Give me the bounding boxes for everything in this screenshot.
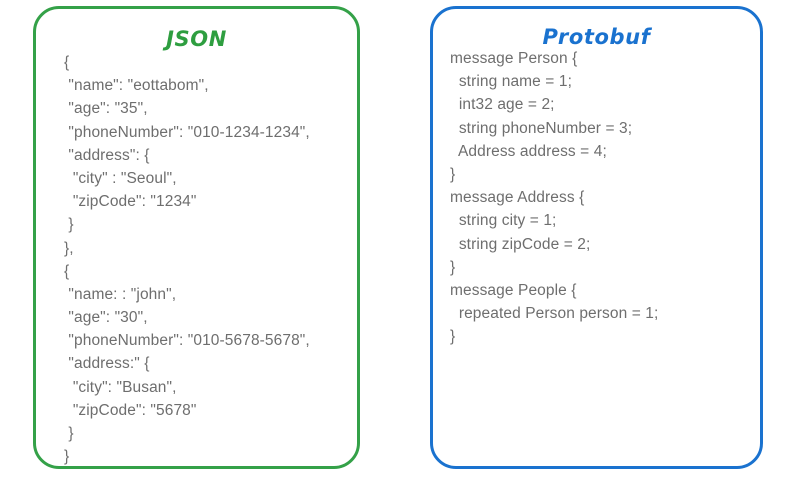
protobuf-code-line: }	[450, 328, 456, 346]
protobuf-code-line: message Person {	[450, 50, 578, 67]
protobuf-code-line: message People {	[450, 281, 577, 299]
protobuf-code-line: string zipCode = 2;	[450, 235, 591, 253]
protobuf-panel: Protobuf message Person { string name = …	[430, 6, 763, 469]
json-code-line: "name: : "john",	[64, 285, 177, 303]
json-code-line: "age": "30",	[64, 309, 148, 327]
json-code-line: "address:" {	[64, 355, 150, 373]
protobuf-code-line: message Address {	[450, 189, 585, 207]
protobuf-code-block: message Person { string name = 1; int32 …	[450, 47, 658, 348]
protobuf-code-line: string name = 1;	[450, 73, 572, 91]
protobuf-panel-title: Protobuf	[542, 25, 651, 49]
json-code-line: {	[64, 54, 70, 71]
json-panel: JSON { "name": "eottabom", "age": "35", …	[33, 6, 360, 469]
json-code-line: "zipCode": "1234"	[64, 193, 197, 211]
json-code-line: "age": "35",	[64, 100, 148, 118]
json-code-line: "phoneNumber": "010-5678-5678",	[64, 332, 310, 350]
protobuf-code-line: string phoneNumber = 3;	[450, 119, 633, 137]
json-code-line: }	[64, 216, 74, 234]
protobuf-code-line: repeated Person person = 1;	[450, 305, 659, 323]
json-code-line: "zipCode": "5678"	[64, 401, 197, 419]
json-code-line: }	[64, 448, 70, 466]
protobuf-code-line: string city = 1;	[450, 212, 557, 230]
protobuf-code-line: }	[450, 258, 456, 276]
protobuf-code-line: int32 age = 2;	[450, 96, 555, 114]
json-code-line: "city": "Busan",	[64, 378, 177, 396]
json-code-line: "phoneNumber": "010-1234-1234",	[64, 123, 310, 141]
json-code-line: },	[64, 239, 74, 257]
json-code-line: {	[64, 262, 70, 280]
json-code-line: "city" : "Seoul",	[64, 169, 177, 187]
json-panel-title: JSON	[166, 27, 227, 51]
json-code-line: "address": {	[64, 146, 150, 164]
protobuf-code-line: }	[450, 165, 456, 183]
protobuf-code-line: Address address = 4;	[450, 142, 607, 160]
json-code-line: "name": "eottabom",	[64, 77, 209, 95]
json-code-line: }	[64, 425, 74, 442]
json-code-block: { "name": "eottabom", "age": "35", "phon…	[64, 51, 310, 468]
